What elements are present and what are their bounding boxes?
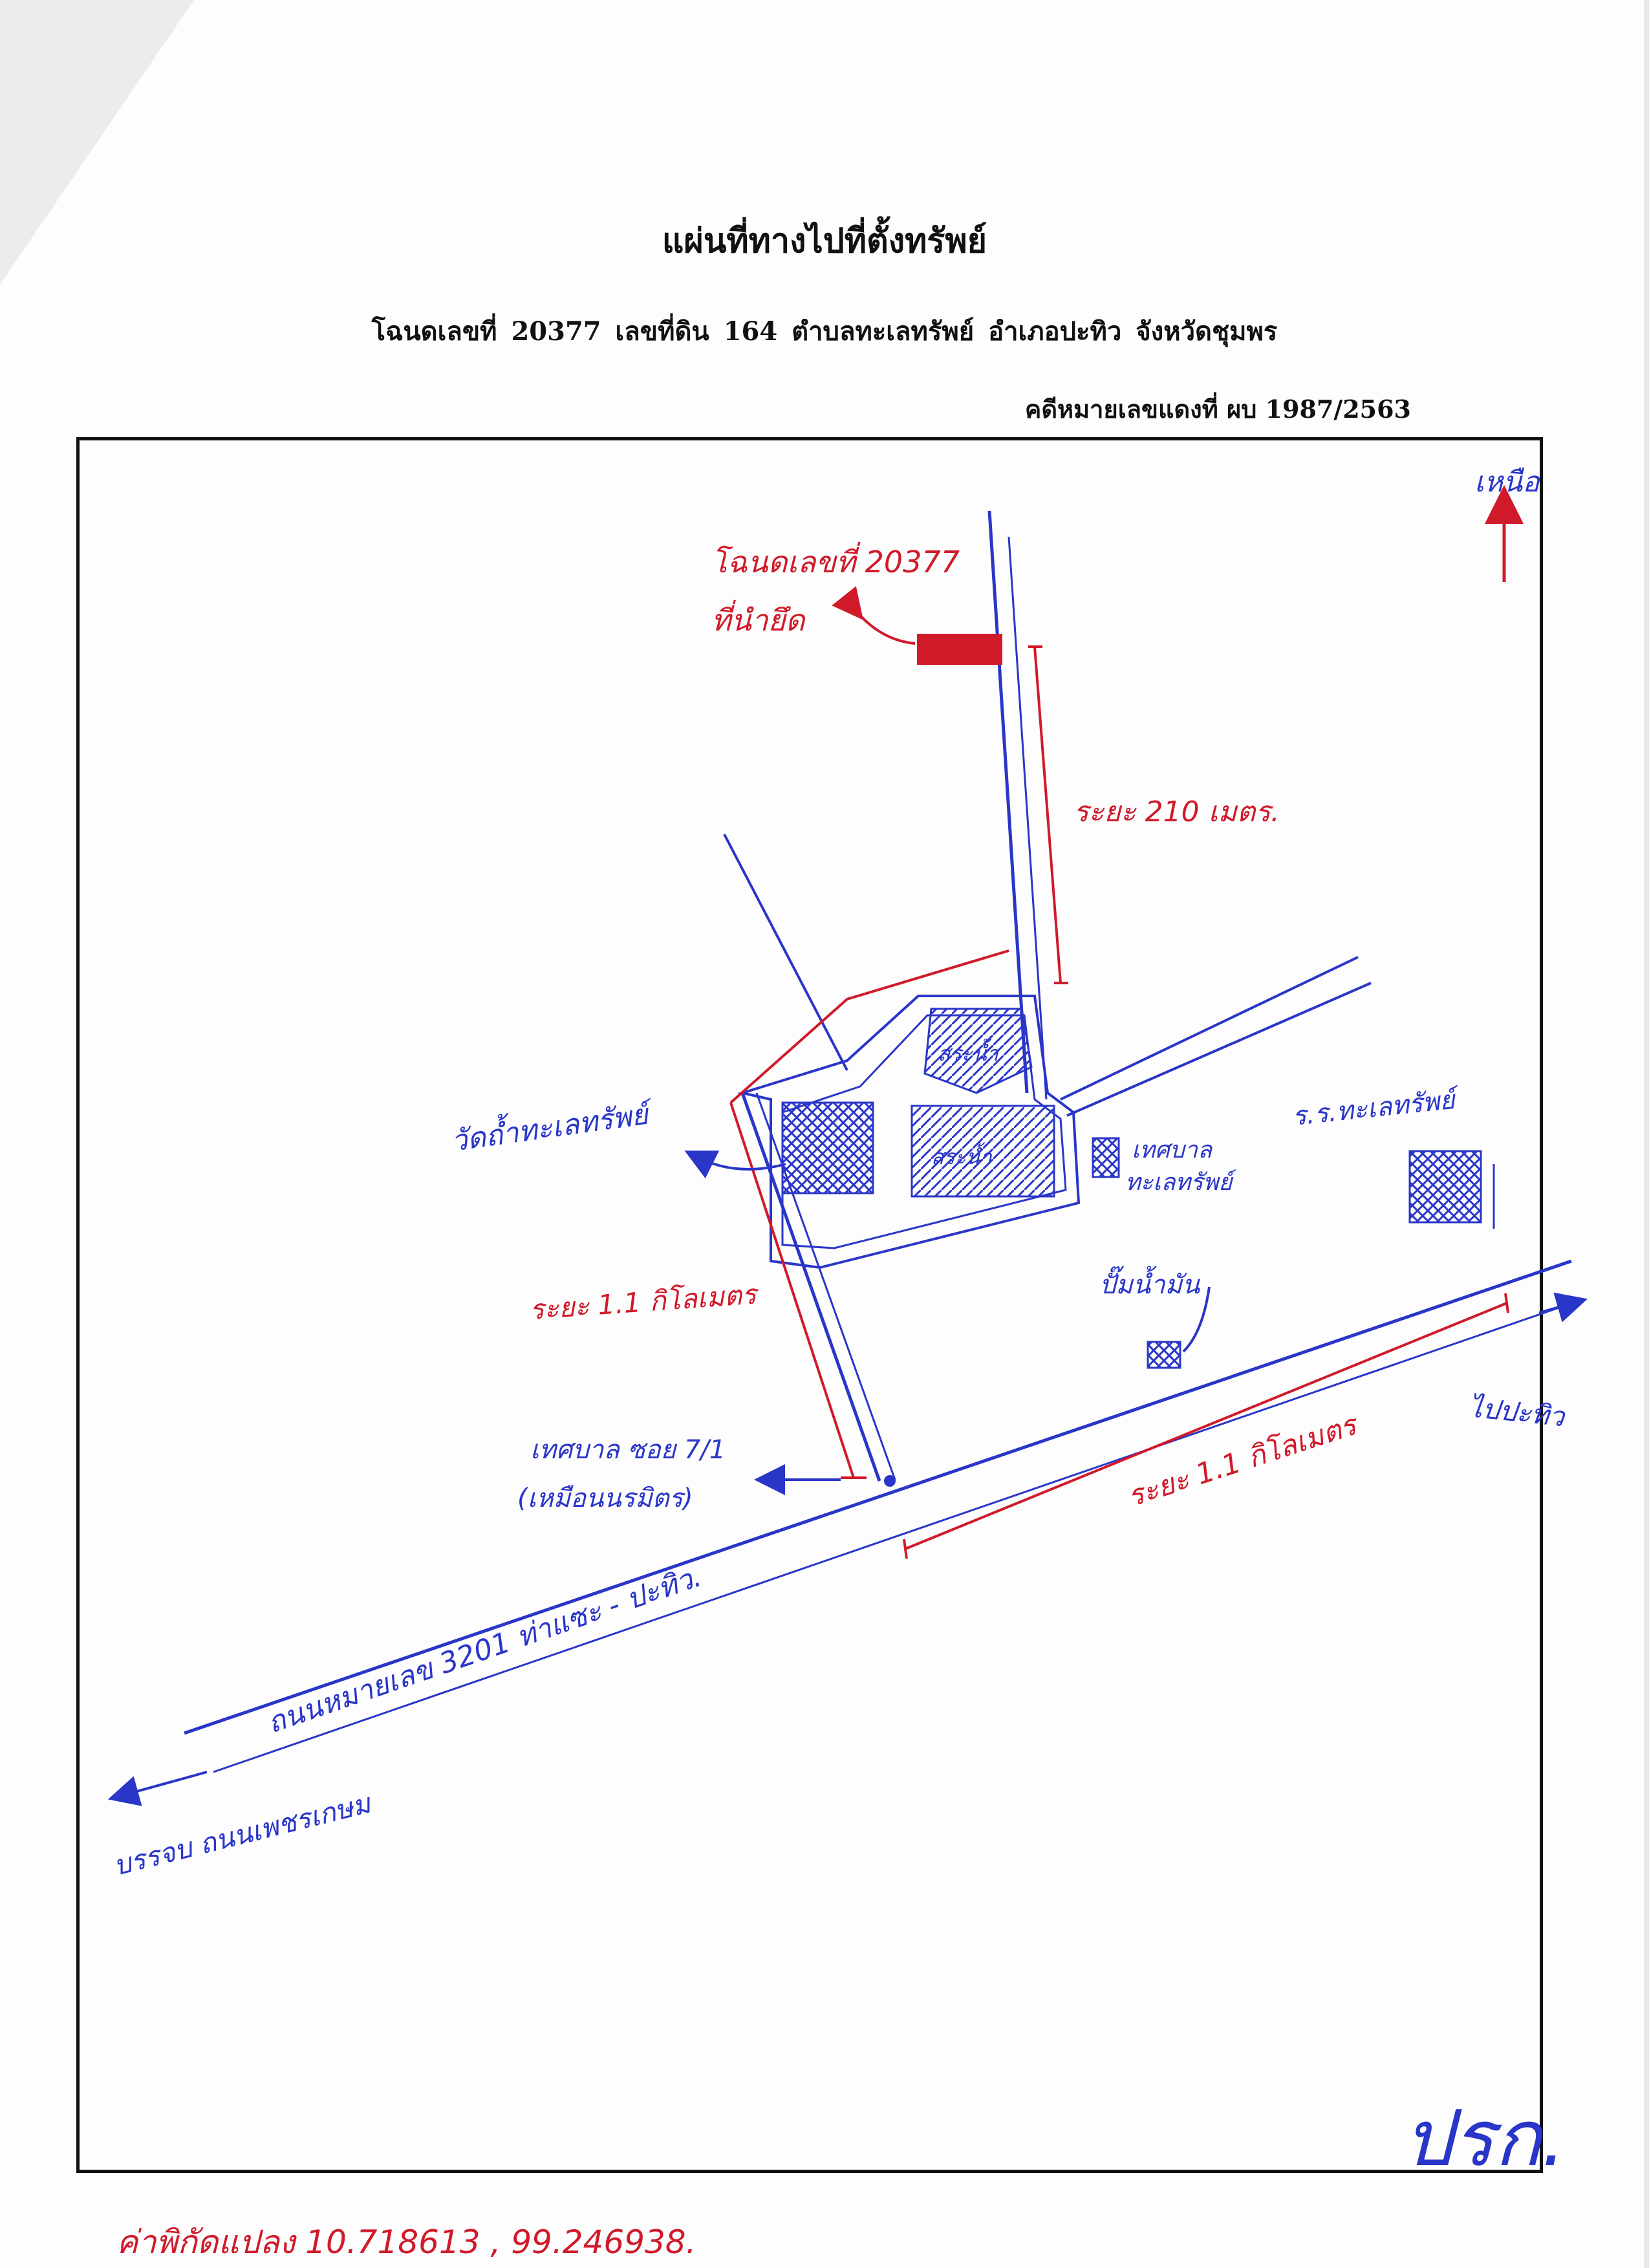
water-label: สระน้ำ <box>931 1142 993 1169</box>
soi-label-1: เทศบาล ซอย 7/1 <box>530 1435 726 1465</box>
folded-corner <box>0 0 194 285</box>
dimension-210 <box>1028 645 1068 984</box>
pond-hatched <box>923 1008 1033 1094</box>
water-area <box>911 1105 1055 1198</box>
pond-label: สระน้ำ <box>938 1039 999 1066</box>
case-number: คดีหมายเลขแดงที่ ผบ 1987/2563 <box>1024 394 1411 424</box>
property-marker <box>917 634 1002 665</box>
junction-point <box>884 1475 896 1487</box>
property-label-1: โฉนดเลขที่ 20377 <box>711 541 960 579</box>
dimension-side-road <box>729 949 1009 1479</box>
branch-road-left <box>723 834 848 1071</box>
temple-building <box>781 1101 874 1194</box>
school-label: ร.ร.ทะเลทรัพย์ <box>1291 1085 1461 1132</box>
temple-label: วัดถ้ำทะเลทรัพย์ <box>448 1093 656 1158</box>
highway-3201 <box>184 1259 1579 1773</box>
document-title: แผ่นที่ทางไปที่ตั้งทรัพย์ <box>662 221 987 261</box>
school-building <box>1408 1150 1482 1224</box>
municipality-building <box>1092 1137 1120 1178</box>
north-label: เหนือ <box>1474 466 1540 499</box>
distance-main-road: ระยะ 1.1 กิโลเมตร <box>1124 1408 1364 1514</box>
highway-extension-left <box>107 1771 208 1806</box>
to-petkasem-label: บรรจบ ถนนเพชรเกษม <box>111 1787 376 1882</box>
side-road-soi <box>740 1092 896 1482</box>
property-arrow <box>832 586 916 645</box>
coordinates: ค่าพิกัดแปลง 10.718613 , 99.246938. <box>116 2223 696 2261</box>
document-subtitle: โฉนดเลขที่ 20377 เลขที่ดิน 164 ตำบลทะเลท… <box>371 316 1278 347</box>
gas-station <box>1147 1341 1181 1369</box>
gas-station-label: ปั๊มน้ำมัน <box>1099 1266 1201 1300</box>
distance-side-road: ระยะ 1.1 กิโลเมตร <box>528 1278 760 1326</box>
soi-label-2: (เหมือนนรมิตร) <box>517 1484 693 1513</box>
distance-210: ระยะ 210 เมตร. <box>1073 795 1280 828</box>
municipality-label-2: ทะเลทรัพย์ <box>1125 1169 1236 1196</box>
gas-station-arrow <box>1182 1286 1211 1353</box>
highway-extension-right <box>1538 1292 1588 1323</box>
branch-road-right <box>1060 956 1372 1117</box>
signature: ปรก. <box>1403 2094 1566 2184</box>
dimension-main-road <box>903 1293 1509 1559</box>
scan-edge <box>1644 0 1649 2268</box>
temple-arrow <box>684 1150 786 1179</box>
property-label-2: ที่นำยึด <box>711 599 806 638</box>
highway-label: ถนนหมายเลข 3201 ท่าแซะ - ปะทิว. <box>263 1560 706 1740</box>
map-frame <box>76 437 1543 2173</box>
municipality-label-1: เทศบาล <box>1132 1137 1213 1163</box>
to-pathio-label: ไปปะทิว <box>1467 1391 1568 1432</box>
